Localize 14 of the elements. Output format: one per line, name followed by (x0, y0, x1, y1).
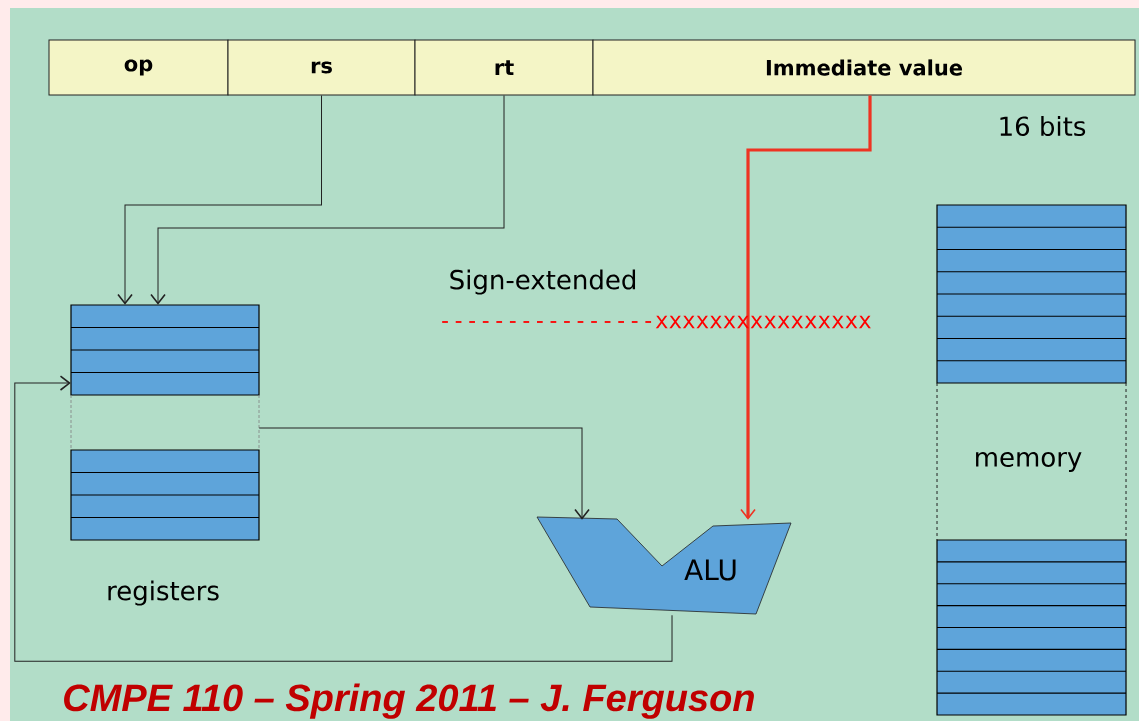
footer-text: CMPE 110 – Spring 2011 – J. Ferguson (64, 683, 754, 719)
node-label: memory (976, 452, 1082, 472)
field-box: rt (414, 39, 594, 96)
sign-extended-label: Sign-extended (450, 269, 636, 295)
memory-stack-drawing: memory (936, 204, 1127, 716)
field-box: rs (227, 39, 416, 96)
arrow (150, 95, 505, 305)
bits-label: 16 bits (1000, 115, 1086, 137)
arrow (740, 95, 872, 520)
arrow (14, 375, 673, 662)
arrow (117, 95, 322, 305)
stack-label: registers (108, 580, 219, 606)
arrow (258, 427, 590, 520)
field-box: op (48, 39, 229, 96)
